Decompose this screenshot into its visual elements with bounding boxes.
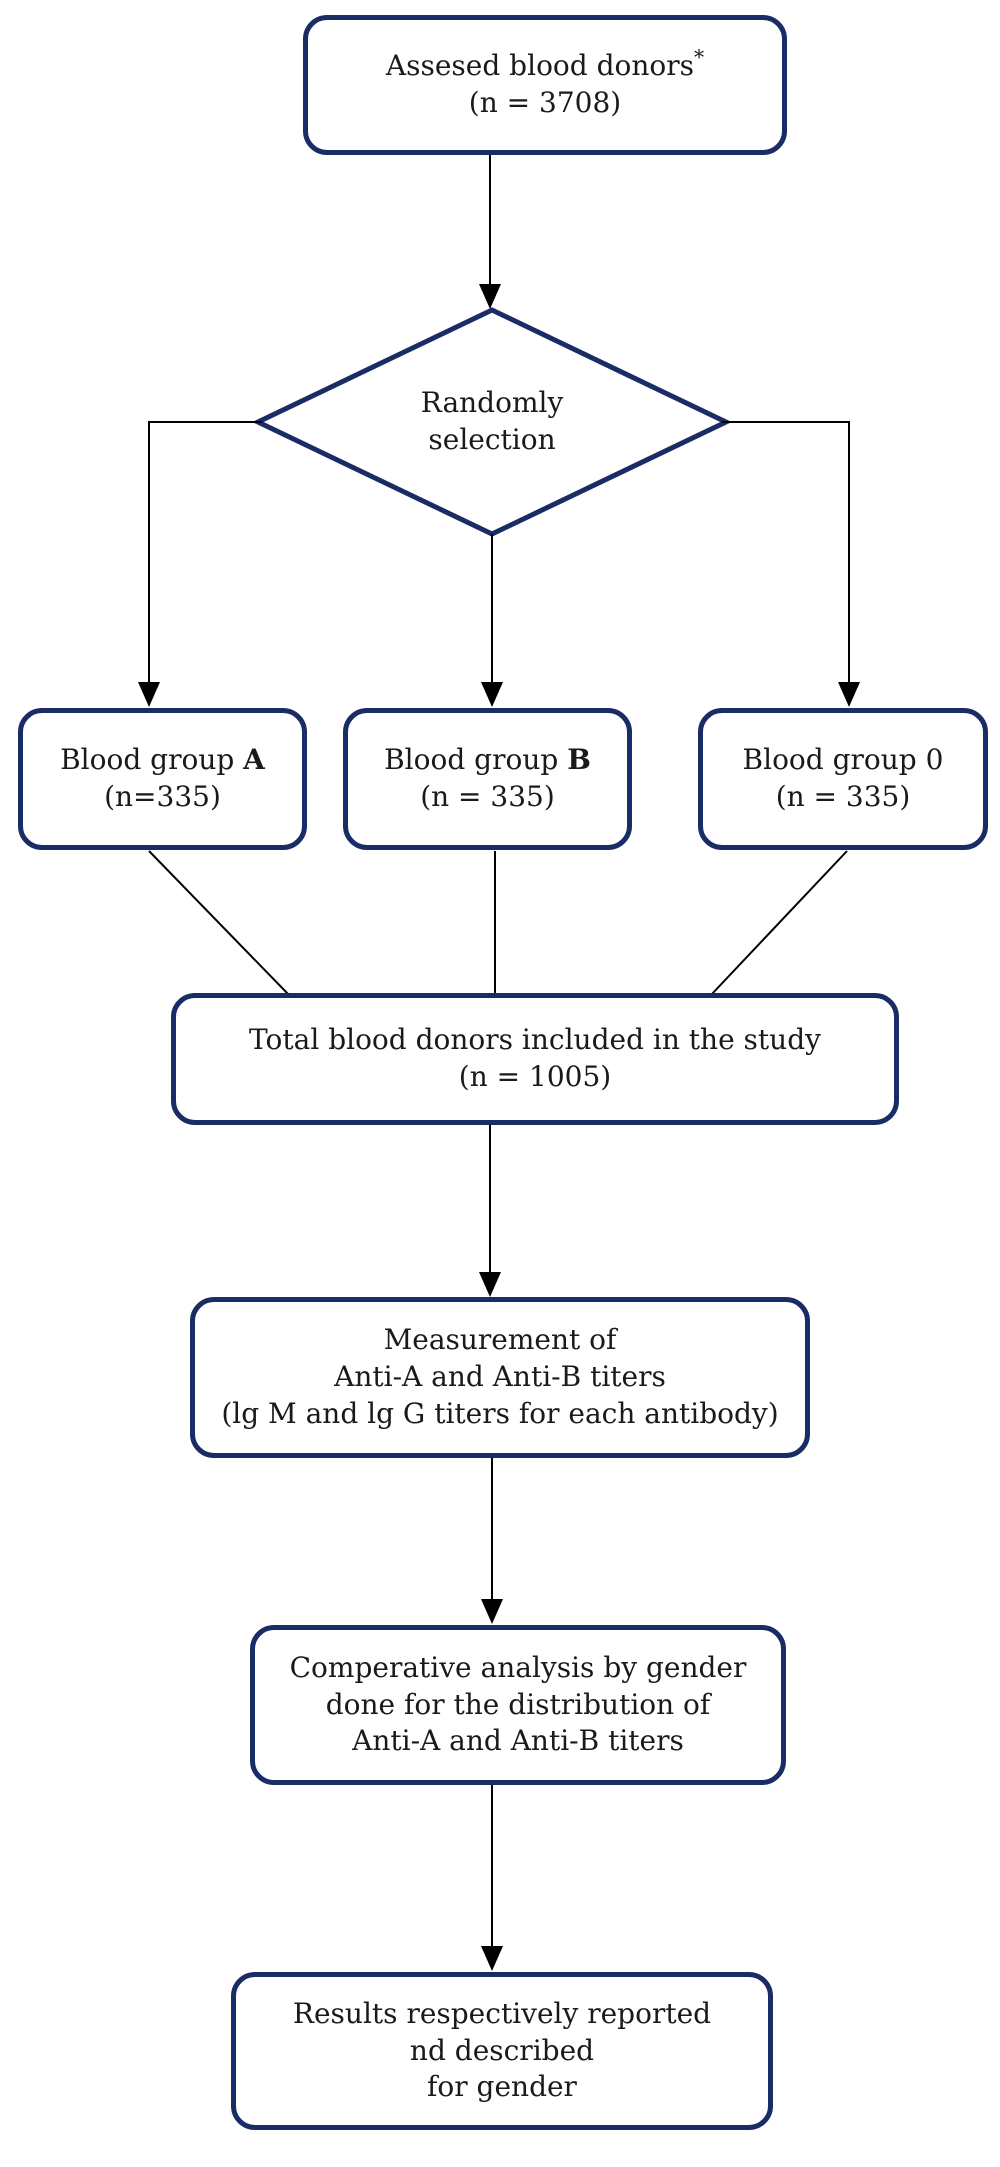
comparative-line3: Anti-A and Anti-B titers [352,1724,684,1758]
arrowhead-into-group-b [481,682,503,707]
arrowhead-into-diamond [479,284,501,309]
node-random-selection: Randomly selection [372,384,612,460]
measurement-line3: (lg M and lg G titers for each antibody) [221,1396,779,1430]
group-a-line2: (n=335) [104,780,221,813]
group-b-line1: Blood group B [384,743,591,777]
arrowhead-into-results [481,1946,503,1971]
node-assessed-line2: (n = 3708) [468,86,622,119]
arrowhead-into-group-a [138,682,160,707]
comparative-line2: done for the distribution of [325,1687,711,1721]
node-results: Results respectively reported nd describ… [231,1972,773,2130]
connector-diamond-to-group-0 [722,421,850,684]
arrowhead-into-comparative [481,1599,503,1624]
results-line2: nd described [409,2033,595,2067]
total-line2: (n = 1005) [458,1060,612,1093]
node-blood-group-a: Blood group A (n=335) [18,708,307,850]
node-blood-group-b: Blood group B (n = 335) [343,708,632,850]
group-0-line2: (n = 335) [775,780,911,813]
node-total-donors: Total blood donors included in the study… [171,993,899,1125]
asterisk-footnote-marker: * [694,45,705,70]
comparative-line1: Comperative analysis by gender [289,1650,747,1684]
results-line1: Results respectively reported [292,1996,712,2030]
node-assessed-donors: Assesed blood donors* (n = 3708) [303,15,787,155]
node-comparative-analysis: Comperative analysis by gender done for … [250,1625,786,1785]
measurement-line1: Measurement of [383,1323,617,1357]
total-line1: Total blood donors included in the study [249,1023,821,1057]
node-measurement: Measurement of Anti-A and Anti-B titers … [190,1297,810,1458]
group-a-line1: Blood group A [60,743,265,777]
group-b-line2: (n = 335) [420,780,555,813]
measurement-line2: Anti-A and Anti-B titers [334,1360,666,1394]
diamond-line1: Randomly [420,386,564,420]
results-line3: for gender [427,2070,577,2104]
connector-group-a-to-total [148,850,290,996]
arrowhead-into-group-0 [838,682,860,707]
group-0-line1: Blood group 0 [742,743,944,777]
diamond-line2: selection [428,423,556,456]
node-blood-group-0: Blood group 0 (n = 335) [698,708,988,850]
connector-diamond-to-group-a [148,421,262,684]
arrowhead-into-measurement [479,1272,501,1297]
connector-group-0-to-total [710,850,848,996]
node-assessed-line1: Assesed blood donors* [385,45,705,83]
